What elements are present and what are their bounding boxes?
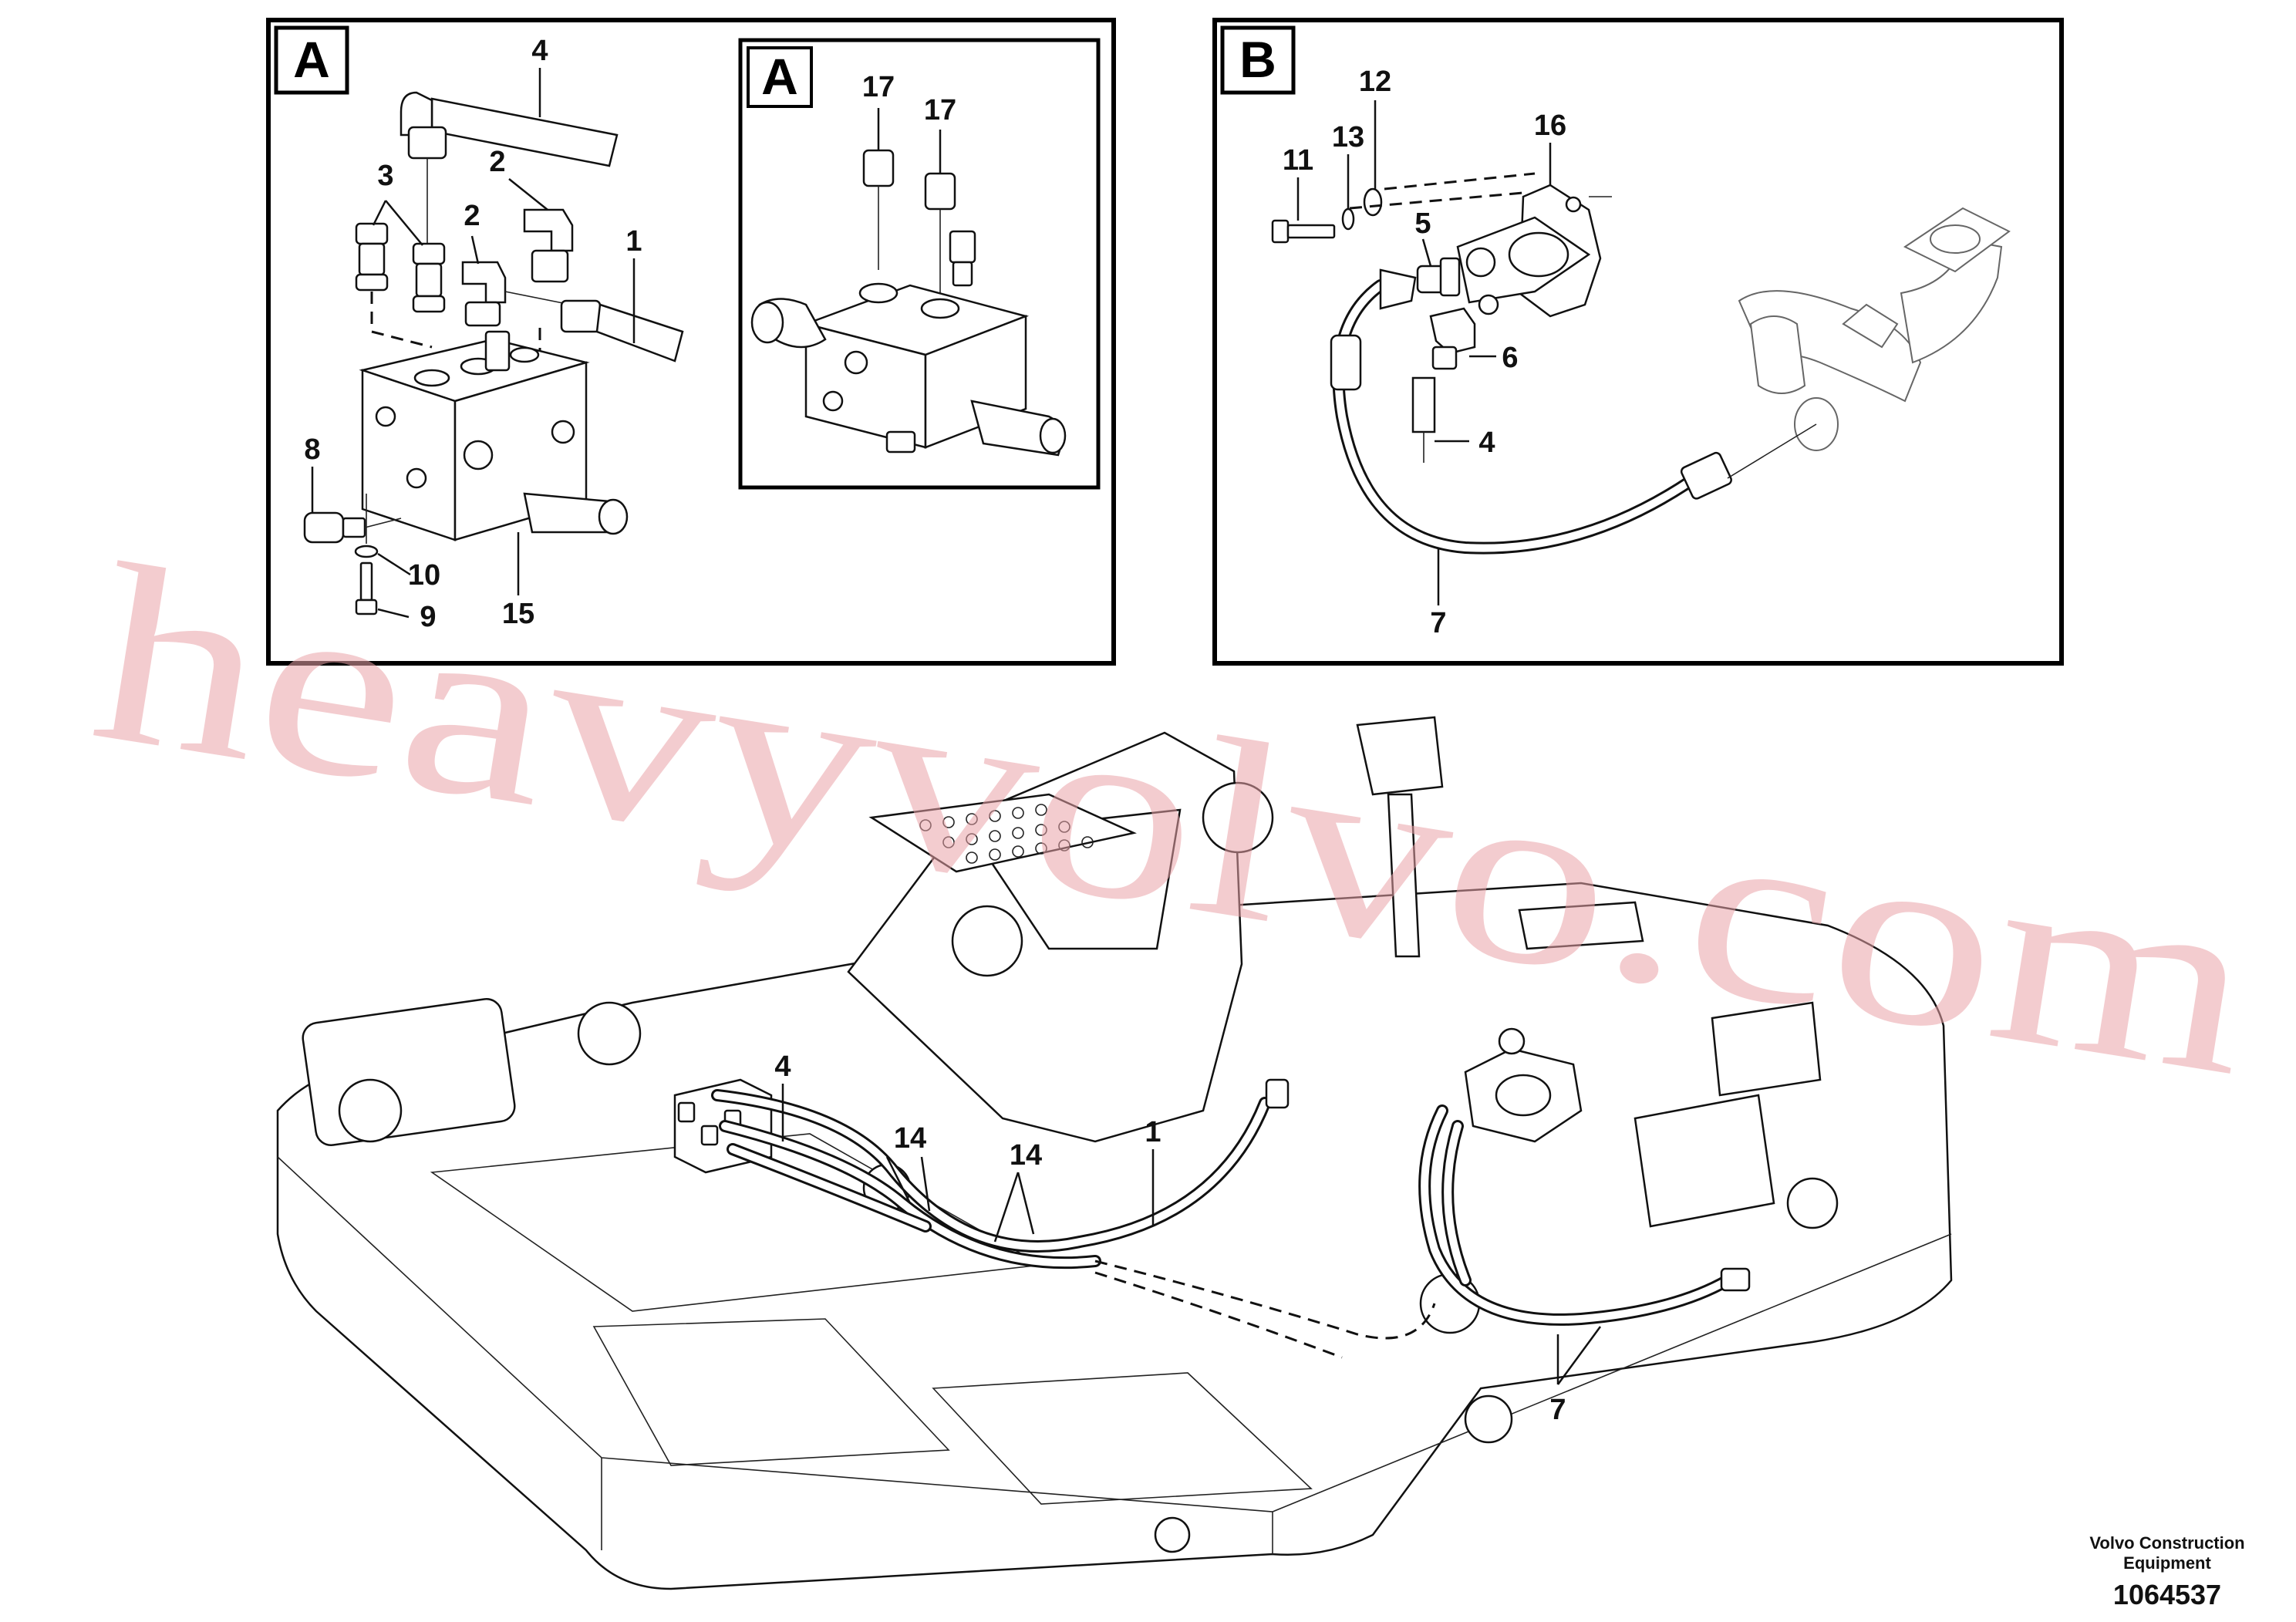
bolt-part-b <box>1271 172 1536 244</box>
brand-line-1: Volvo Construction <box>2089 1533 2244 1553</box>
detail-panel-b: B <box>1212 18 2064 666</box>
callout-a-10: 10 <box>408 559 440 592</box>
plug-part <box>303 511 402 544</box>
callout-a-2b: 2 <box>464 200 480 232</box>
detail-panel-a: A <box>266 18 1116 666</box>
fitting-part <box>355 222 446 313</box>
callouts-a: 4 3 2 2 1 8 10 9 15 <box>304 35 642 633</box>
callout-main-14: 14 <box>894 1122 926 1155</box>
callout-b-16: 16 <box>1534 110 1566 142</box>
callout-inset-17: 17 <box>862 71 895 103</box>
callouts-main: 4 14 14 1 7 <box>774 1050 1566 1426</box>
callout-a-8: 8 <box>304 433 320 466</box>
callout-inset-17b: 17 <box>924 94 956 126</box>
inset-a-tag-box <box>747 46 813 108</box>
brand-line-2: Equipment <box>2123 1553 2211 1573</box>
main-assembly: 4 14 14 1 7 <box>276 716 1953 1590</box>
inset-panel-a: A 17 17 <box>738 38 1101 490</box>
hose-part-b <box>1330 268 1732 555</box>
panel-b-tag: B <box>1239 31 1276 88</box>
callout-b-7: 7 <box>1430 607 1446 639</box>
valve-block <box>359 330 629 541</box>
callout-b-6: 6 <box>1502 342 1518 374</box>
panel-a-tag: A <box>293 31 330 88</box>
drawing-number: 1064537 <box>2113 1579 2221 1610</box>
bolt-part <box>354 494 379 615</box>
fitting-part-b <box>1416 257 1476 370</box>
callout-a-15: 15 <box>502 598 534 630</box>
callout-main-1: 1 <box>1145 1116 1161 1148</box>
pump-housing-main <box>1464 1027 1583 1143</box>
callout-a-2: 2 <box>489 146 505 178</box>
callout-main-14b: 14 <box>1010 1139 1042 1172</box>
pump-part <box>1456 184 1612 318</box>
callouts-b: 12 13 11 16 5 6 4 7 <box>1283 66 1566 639</box>
elbow-assembly <box>1727 207 2011 479</box>
callout-b-12: 12 <box>1359 66 1391 98</box>
footer: Volvo Construction Equipment 1064537 <box>2089 1533 2244 1610</box>
callout-a-4: 4 <box>531 35 548 67</box>
elbow-part <box>461 208 574 327</box>
callout-b-13: 13 <box>1332 121 1364 153</box>
step-plate-holes <box>919 804 1094 864</box>
callout-a-3: 3 <box>377 160 393 192</box>
callout-a-9: 9 <box>420 601 436 633</box>
callout-main-4: 4 <box>774 1050 791 1083</box>
hose-part <box>504 291 684 363</box>
pipe-part <box>400 91 619 247</box>
inset-a-tag: A <box>761 48 798 105</box>
leader-lines-b <box>1296 100 1552 605</box>
panel-a-tag-box <box>274 25 349 95</box>
callout-a-1: 1 <box>625 225 642 258</box>
leader-lines-main <box>781 1084 1602 1385</box>
leader-lines-a <box>311 68 636 619</box>
callout-b-4: 4 <box>1478 427 1495 459</box>
panel-b-tag-box <box>1220 25 1296 95</box>
hoses-main <box>711 1078 1751 1359</box>
callout-b-11: 11 <box>1283 144 1313 177</box>
callout-b-5: 5 <box>1414 207 1431 240</box>
callout-main-7: 7 <box>1549 1394 1566 1426</box>
